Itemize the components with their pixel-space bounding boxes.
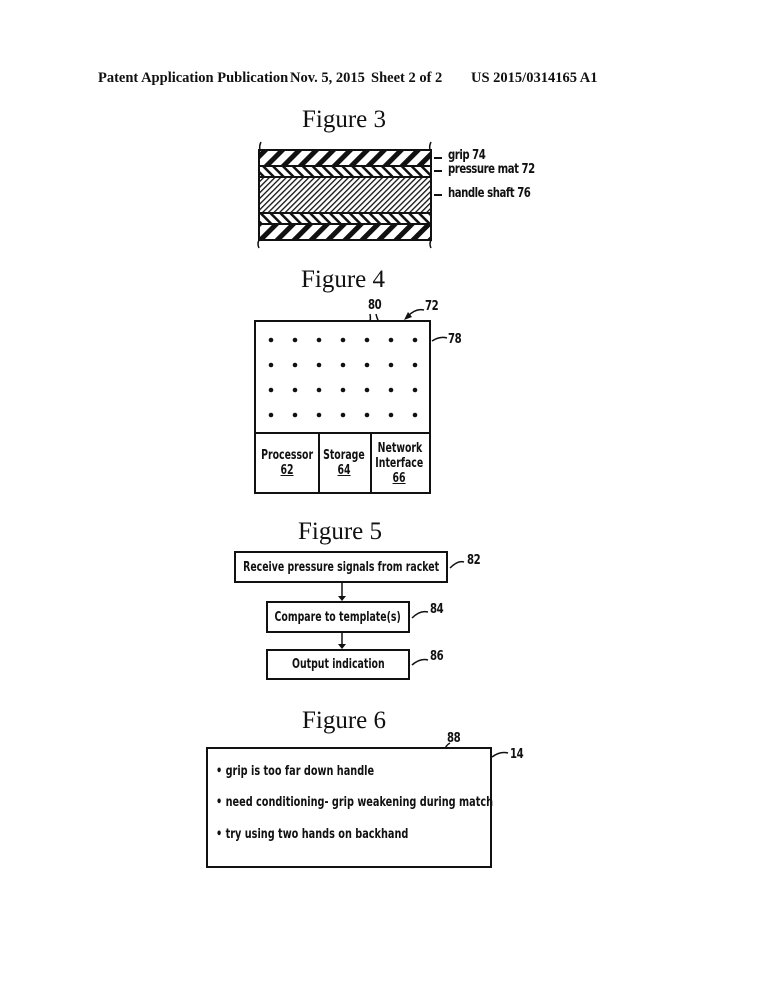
grip-layer-bottom — [258, 223, 432, 241]
processor-label: Processor — [261, 448, 313, 463]
ref-step-84: 84 — [430, 602, 444, 617]
header-date: Nov. 5, 2015 — [290, 70, 365, 86]
ref-sensors-80: 80 — [368, 298, 382, 313]
flow-step-compare-text: Compare to template(s) — [274, 609, 402, 625]
pressure-mat-box: Processor 62 Storage 64 Network Interfac… — [254, 320, 431, 494]
figure-6-title: Figure 6 — [302, 707, 387, 734]
ref-display-14: 14 — [510, 747, 524, 762]
header-patent-number: US 2015/0314165 A1 — [471, 70, 598, 86]
pressure-sensor-dot — [388, 387, 394, 393]
pressure-sensor-dot — [316, 412, 322, 418]
processor-ref: 62 — [280, 463, 294, 478]
pressure-mat-layer-top — [258, 165, 432, 178]
pressure-sensor-dot — [340, 412, 346, 418]
pressure-mat-layer-bottom — [258, 212, 432, 225]
feedback-item: • grip is too far down handle — [216, 763, 375, 779]
sensor-grid — [268, 337, 418, 418]
pressure-sensor-dot — [388, 337, 394, 343]
component-row: Processor 62 Storage 64 Network Interfac… — [256, 432, 429, 492]
figure-3-cross-section — [257, 141, 442, 249]
pressure-sensor-dot — [388, 412, 394, 418]
storage-ref: 64 — [337, 463, 351, 478]
label-pressure-mat: pressure mat 72 — [448, 162, 535, 177]
network-interface-cell: Network Interface 66 — [370, 434, 429, 492]
pressure-sensor-dot — [364, 337, 370, 343]
pressure-sensor-dot — [340, 337, 346, 343]
network-label-line1: Network — [377, 440, 422, 456]
processor-cell: Processor 62 — [256, 434, 320, 492]
header-publication: Patent Application Publication — [98, 70, 289, 86]
pressure-sensor-dot — [316, 387, 322, 393]
pressure-sensor-dot — [268, 387, 274, 393]
label-grip: grip 74 — [448, 148, 486, 163]
pressure-sensor-dot — [388, 362, 394, 368]
ref-step-86: 86 — [430, 649, 444, 664]
feedback-item: • try using two hands on backhand — [216, 826, 409, 842]
ref-mat-72: 72 — [425, 299, 439, 314]
pressure-sensor-dot — [268, 362, 274, 368]
pressure-sensor-dot — [412, 412, 418, 418]
pressure-sensor-dot — [340, 362, 346, 368]
pressure-sensor-dot — [292, 337, 298, 343]
ref-surface-78: 78 — [448, 332, 462, 347]
pressure-sensor-dot — [412, 387, 418, 393]
pressure-sensor-dot — [340, 387, 346, 393]
pressure-sensor-dot — [268, 337, 274, 343]
flow-step-output-text: Output indication — [291, 657, 385, 672]
figure-4-title: Figure 4 — [301, 266, 386, 293]
flow-step-output: Output indication — [266, 649, 410, 680]
storage-label: Storage — [323, 448, 365, 463]
pressure-sensor-dot — [292, 412, 298, 418]
header-sheet: Sheet 2 of 2 — [371, 70, 443, 86]
label-handle-shaft: handle shaft 76 — [448, 186, 531, 201]
pressure-sensor-dot — [364, 412, 370, 418]
handle-shaft-layer — [258, 176, 432, 214]
feedback-item: • need conditioning- grip weakening duri… — [216, 794, 494, 810]
storage-cell: Storage 64 — [318, 434, 372, 492]
pressure-sensor-dot — [316, 362, 322, 368]
flow-step-receive-text: Receive pressure signals from racket — [243, 559, 439, 575]
ref-text-88: 88 — [447, 731, 461, 746]
network-label-line2: Interface — [375, 455, 424, 471]
grip-layer-top — [258, 149, 432, 167]
ref-step-82: 82 — [467, 553, 481, 568]
pressure-sensor-dot — [316, 337, 322, 343]
display-box: • grip is too far down handle • need con… — [206, 747, 494, 868]
pressure-sensor-dot — [412, 362, 418, 368]
pressure-sensor-dot — [292, 362, 298, 368]
pressure-sensor-dot — [412, 337, 418, 343]
pressure-sensor-dot — [364, 387, 370, 393]
pressure-sensor-dot — [292, 387, 298, 393]
figure-3-title: Figure 3 — [302, 106, 387, 133]
pressure-sensor-dot — [364, 362, 370, 368]
pressure-sensor-dot — [268, 412, 274, 418]
flow-step-compare: Compare to template(s) — [266, 601, 410, 633]
figure-5-arrows — [338, 560, 465, 666]
network-ref: 66 — [392, 470, 407, 486]
figure-5-title: Figure 5 — [298, 518, 383, 545]
flow-step-receive: Receive pressure signals from racket — [234, 551, 448, 583]
